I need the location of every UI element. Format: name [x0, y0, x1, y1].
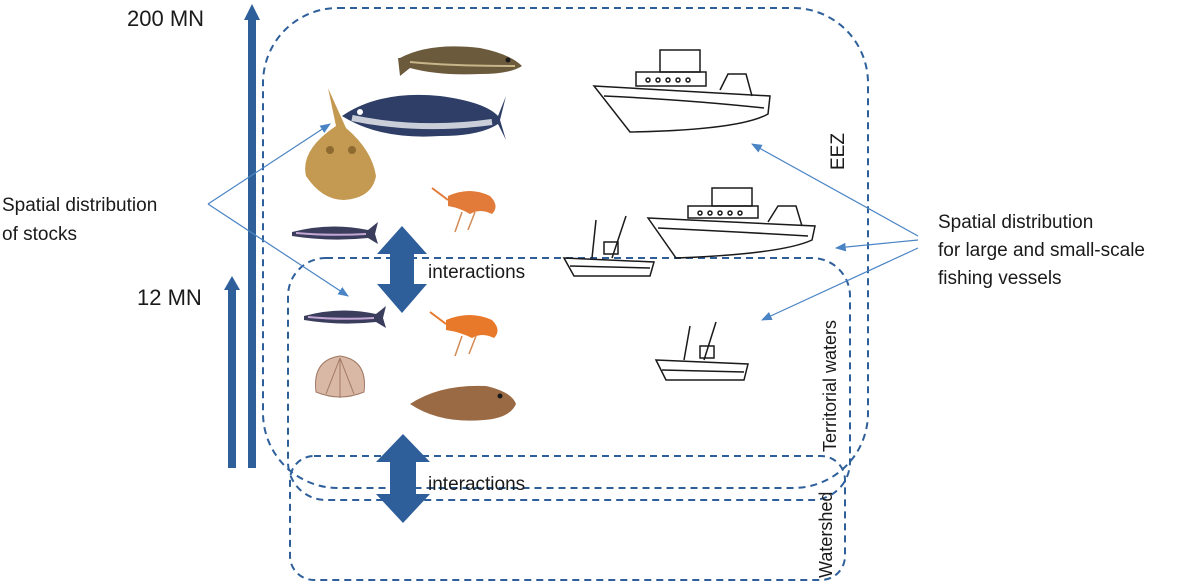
- watershed-zone-box: [289, 455, 846, 581]
- zone-label-watershed: Watershed: [816, 492, 836, 578]
- stocks-label-line2: of stocks: [2, 224, 77, 245]
- range-label-200mn: 200 MN: [127, 6, 204, 31]
- cod-icon: [398, 46, 522, 76]
- scallop-icon: [315, 355, 365, 398]
- shrimp-icon-lower: [429, 311, 498, 357]
- range-label-12mn: 12 MN: [137, 285, 202, 310]
- large-trawler-icon-upper: [592, 49, 771, 133]
- eez-zone-box: [262, 7, 869, 489]
- zone-label-eez: EEZ: [828, 133, 849, 170]
- interaction-arrow-upper: [377, 226, 427, 313]
- small-pelagic-fish-icon-lower: [304, 306, 386, 328]
- range-arrow-200mn: [244, 4, 260, 468]
- small-pelagic-fish-icon-upper: [292, 222, 378, 244]
- ray-icon: [305, 88, 376, 200]
- small-fishing-boat-icon-lower: [654, 321, 749, 381]
- vessels-label-line2: for large and small-scale: [938, 240, 1145, 261]
- interaction-arrow-lower: [376, 434, 430, 523]
- zone-label-territorial: Territorial waters: [820, 320, 840, 452]
- large-trawler-icon-lower: [646, 187, 816, 259]
- stocks-callout-lines: [207, 123, 349, 297]
- vessels-label-line1: Spatial distribution: [938, 212, 1093, 233]
- range-arrow-12mn: [224, 276, 240, 468]
- interactions-label-lower: interactions: [428, 474, 525, 495]
- vessels-callout-lines: [751, 143, 919, 321]
- small-fishing-boat-icon-upper: [562, 215, 655, 277]
- tuna-icon: [342, 94, 506, 140]
- territorial-waters-zone-box: [287, 257, 851, 501]
- vessels-label-line3: fishing vessels: [938, 268, 1062, 289]
- flatfish-icon: [410, 385, 516, 421]
- stocks-label-line1: Spatial distribution: [2, 195, 157, 216]
- interactions-label-upper: interactions: [428, 262, 525, 283]
- shrimp-icon-upper: [431, 187, 496, 233]
